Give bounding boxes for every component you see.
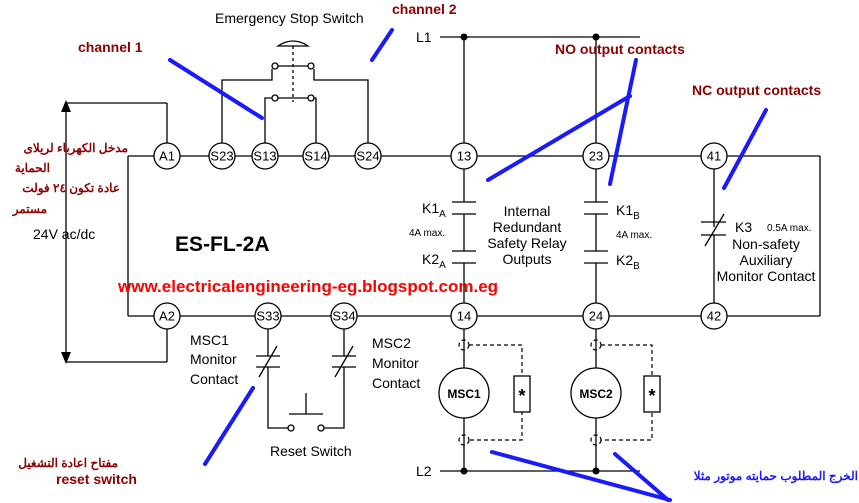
internal-label-line: Outputs — [502, 251, 551, 267]
power-input-ar-line: الحماية — [15, 161, 50, 175]
supply-label: 24V ac/dc — [33, 226, 95, 242]
k3-label: K3 — [735, 219, 752, 235]
internal-label-line: Redundant — [493, 219, 562, 235]
rating-b: 4A max. — [616, 230, 652, 241]
no-outputs-annotation: NO output contacts — [555, 41, 685, 57]
output-ar-annotation: الخرج المطلوب حمايته موتور مثلا — [694, 469, 858, 484]
terminal-label: S34 — [332, 309, 355, 324]
terminal-s23 — [208, 142, 236, 170]
k1a-label: K1A — [422, 200, 446, 220]
svg-text:*: * — [648, 386, 655, 406]
l1-label: L1 — [416, 29, 432, 45]
terminal-label: 42 — [707, 309, 721, 324]
terminal-label: S33 — [256, 309, 279, 324]
internal-label-line: Safety Relay — [487, 235, 566, 251]
terminal-a1 — [153, 142, 181, 170]
k2a-label: K2A — [422, 251, 446, 271]
internal-label-line: Internal — [504, 203, 551, 219]
aux-label-line: Auxiliary — [740, 252, 793, 268]
msc1-label-line: Monitor — [190, 351, 237, 367]
msc2-label-line: Monitor — [372, 355, 419, 371]
motor-msc2: * MSC2 — [570, 329, 661, 471]
suppressor — [513, 375, 531, 413]
aux-label-line: Non-safety — [732, 236, 800, 252]
terminal-label: 14 — [457, 309, 471, 324]
motor-msc1: * MSC1 — [438, 329, 531, 471]
power-input-ar-line: مستمر — [12, 202, 47, 217]
aux-label-line: Monitor Contact — [717, 268, 816, 284]
power-input-ar-line: مدخل الكهرباء لريلاى — [24, 141, 128, 156]
terminal-label: 23 — [589, 149, 603, 164]
terminal-label: S24 — [356, 149, 379, 164]
contact-k3 — [701, 169, 726, 303]
motor-label: MSC2 — [579, 387, 613, 401]
terminal-label: S23 — [210, 149, 233, 164]
k2b-label: K2B — [616, 252, 640, 272]
suppressor — [643, 375, 661, 413]
contact-k1b-k2b — [584, 169, 608, 303]
contact-k1a-k2a — [452, 169, 476, 303]
msc1-label-line: Contact — [190, 371, 238, 387]
terminal-s24 — [354, 142, 382, 170]
terminal-label: A1 — [159, 149, 175, 164]
terminal-label: 41 — [707, 149, 721, 164]
emergency-stop-switch — [221, 40, 369, 143]
l2-label: L2 — [416, 463, 432, 479]
channel-2-annotation: channel 2 — [392, 1, 457, 17]
terminal-s13 — [251, 142, 279, 170]
supply-arrow — [61, 100, 168, 364]
terminal-s14 — [302, 142, 330, 170]
terminal-label: S14 — [304, 149, 327, 164]
rating-k3: 0.5A max. — [767, 223, 811, 234]
svg-text:*: * — [518, 386, 525, 406]
motor-label: MSC1 — [447, 387, 481, 401]
msc2-label-line: Contact — [372, 375, 420, 391]
rating-a: 4A max. — [409, 228, 445, 239]
k1b-label: K1B — [616, 202, 640, 222]
terminal-label: A2 — [159, 309, 175, 324]
device-name: ES-FL-2A — [175, 233, 270, 256]
terminal-label: S13 — [253, 149, 276, 164]
terminal-a2 — [153, 302, 181, 330]
nc-outputs-annotation: NC output contacts — [692, 82, 821, 98]
msc2-label-line: MSC2 — [372, 335, 411, 351]
reset-en-annotation: reset switch — [56, 471, 137, 487]
terminal-label: 24 — [589, 309, 603, 324]
annotation-pointers — [168, 28, 768, 502]
power-input-ar-line: عادة تكون ٢٤ فولت — [22, 181, 120, 196]
reset-switch-label: Reset Switch — [270, 443, 352, 459]
terminal-label: 13 — [457, 149, 471, 164]
reset-ar-annotation: مفتاح اعادة التشغيل — [18, 456, 118, 471]
msc-monitor-circuit — [256, 329, 356, 432]
emergency-stop-title: Emergency Stop Switch — [215, 10, 364, 26]
channel-1-annotation: channel 1 — [78, 39, 143, 55]
msc1-label-line: MSC1 — [190, 332, 229, 348]
website-watermark: www.electricalengineering-eg.blogspot.co… — [117, 277, 498, 296]
